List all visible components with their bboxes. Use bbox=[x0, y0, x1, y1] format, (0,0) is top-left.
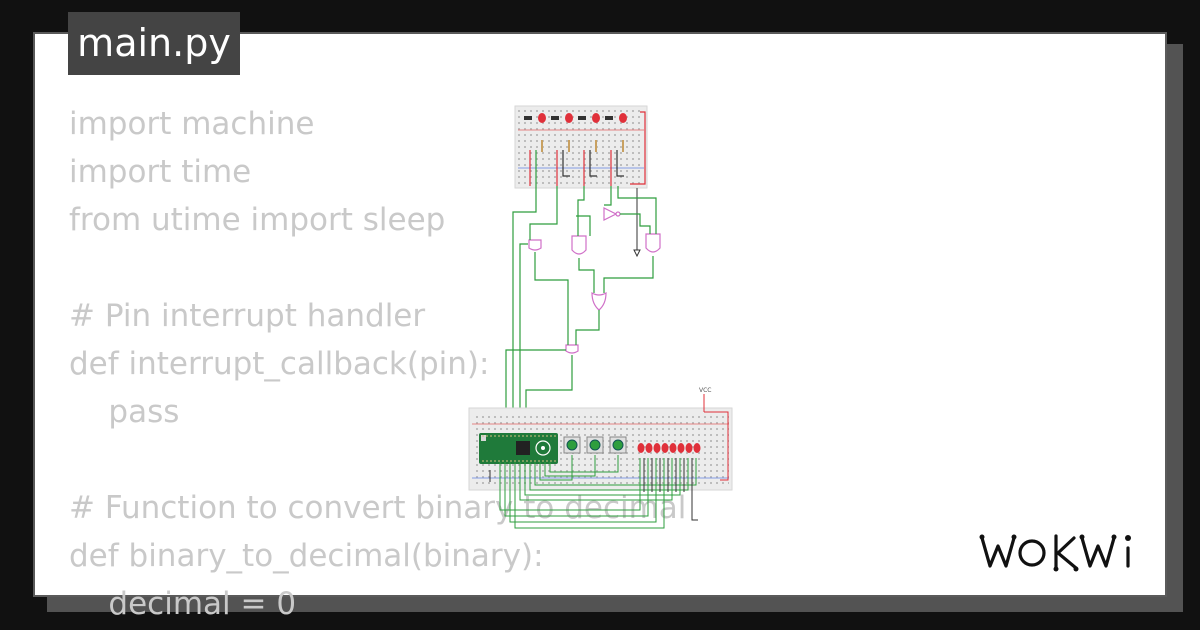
circuit-wires bbox=[505, 186, 657, 430]
code-line: # Function to convert binary to decimal bbox=[69, 490, 687, 526]
logic-gates bbox=[528, 207, 661, 354]
vcc-symbol: VCC bbox=[699, 387, 729, 481]
code-line: import machine bbox=[69, 106, 315, 142]
code-line: pass bbox=[69, 394, 180, 430]
code-line: # Pin interrupt handler bbox=[69, 298, 426, 334]
code-line: from utime import sleep bbox=[69, 202, 446, 238]
pico-board bbox=[479, 433, 558, 464]
file-tab[interactable]: main.py bbox=[68, 12, 240, 75]
code-line: import time bbox=[69, 154, 252, 190]
bottom-wires bbox=[499, 455, 697, 529]
code-line: def binary_to_decimal(binary): bbox=[69, 538, 544, 574]
code-line: decimal = 0 bbox=[69, 586, 297, 622]
output-leds bbox=[637, 443, 701, 453]
top-breadboard bbox=[514, 105, 648, 189]
top-wires bbox=[529, 111, 646, 186]
vcc-label: VCC bbox=[699, 387, 711, 394]
code-line: def interrupt_callback(pin): bbox=[69, 346, 490, 382]
wokwi-logo bbox=[979, 534, 1131, 572]
push-buttons bbox=[563, 436, 627, 454]
top-resistors bbox=[541, 140, 624, 152]
top-switches bbox=[524, 116, 613, 120]
top-leds bbox=[538, 113, 627, 123]
code-preview: import machine import time from utime im… bbox=[69, 100, 686, 628]
bottom-ground-wires bbox=[489, 458, 698, 521]
